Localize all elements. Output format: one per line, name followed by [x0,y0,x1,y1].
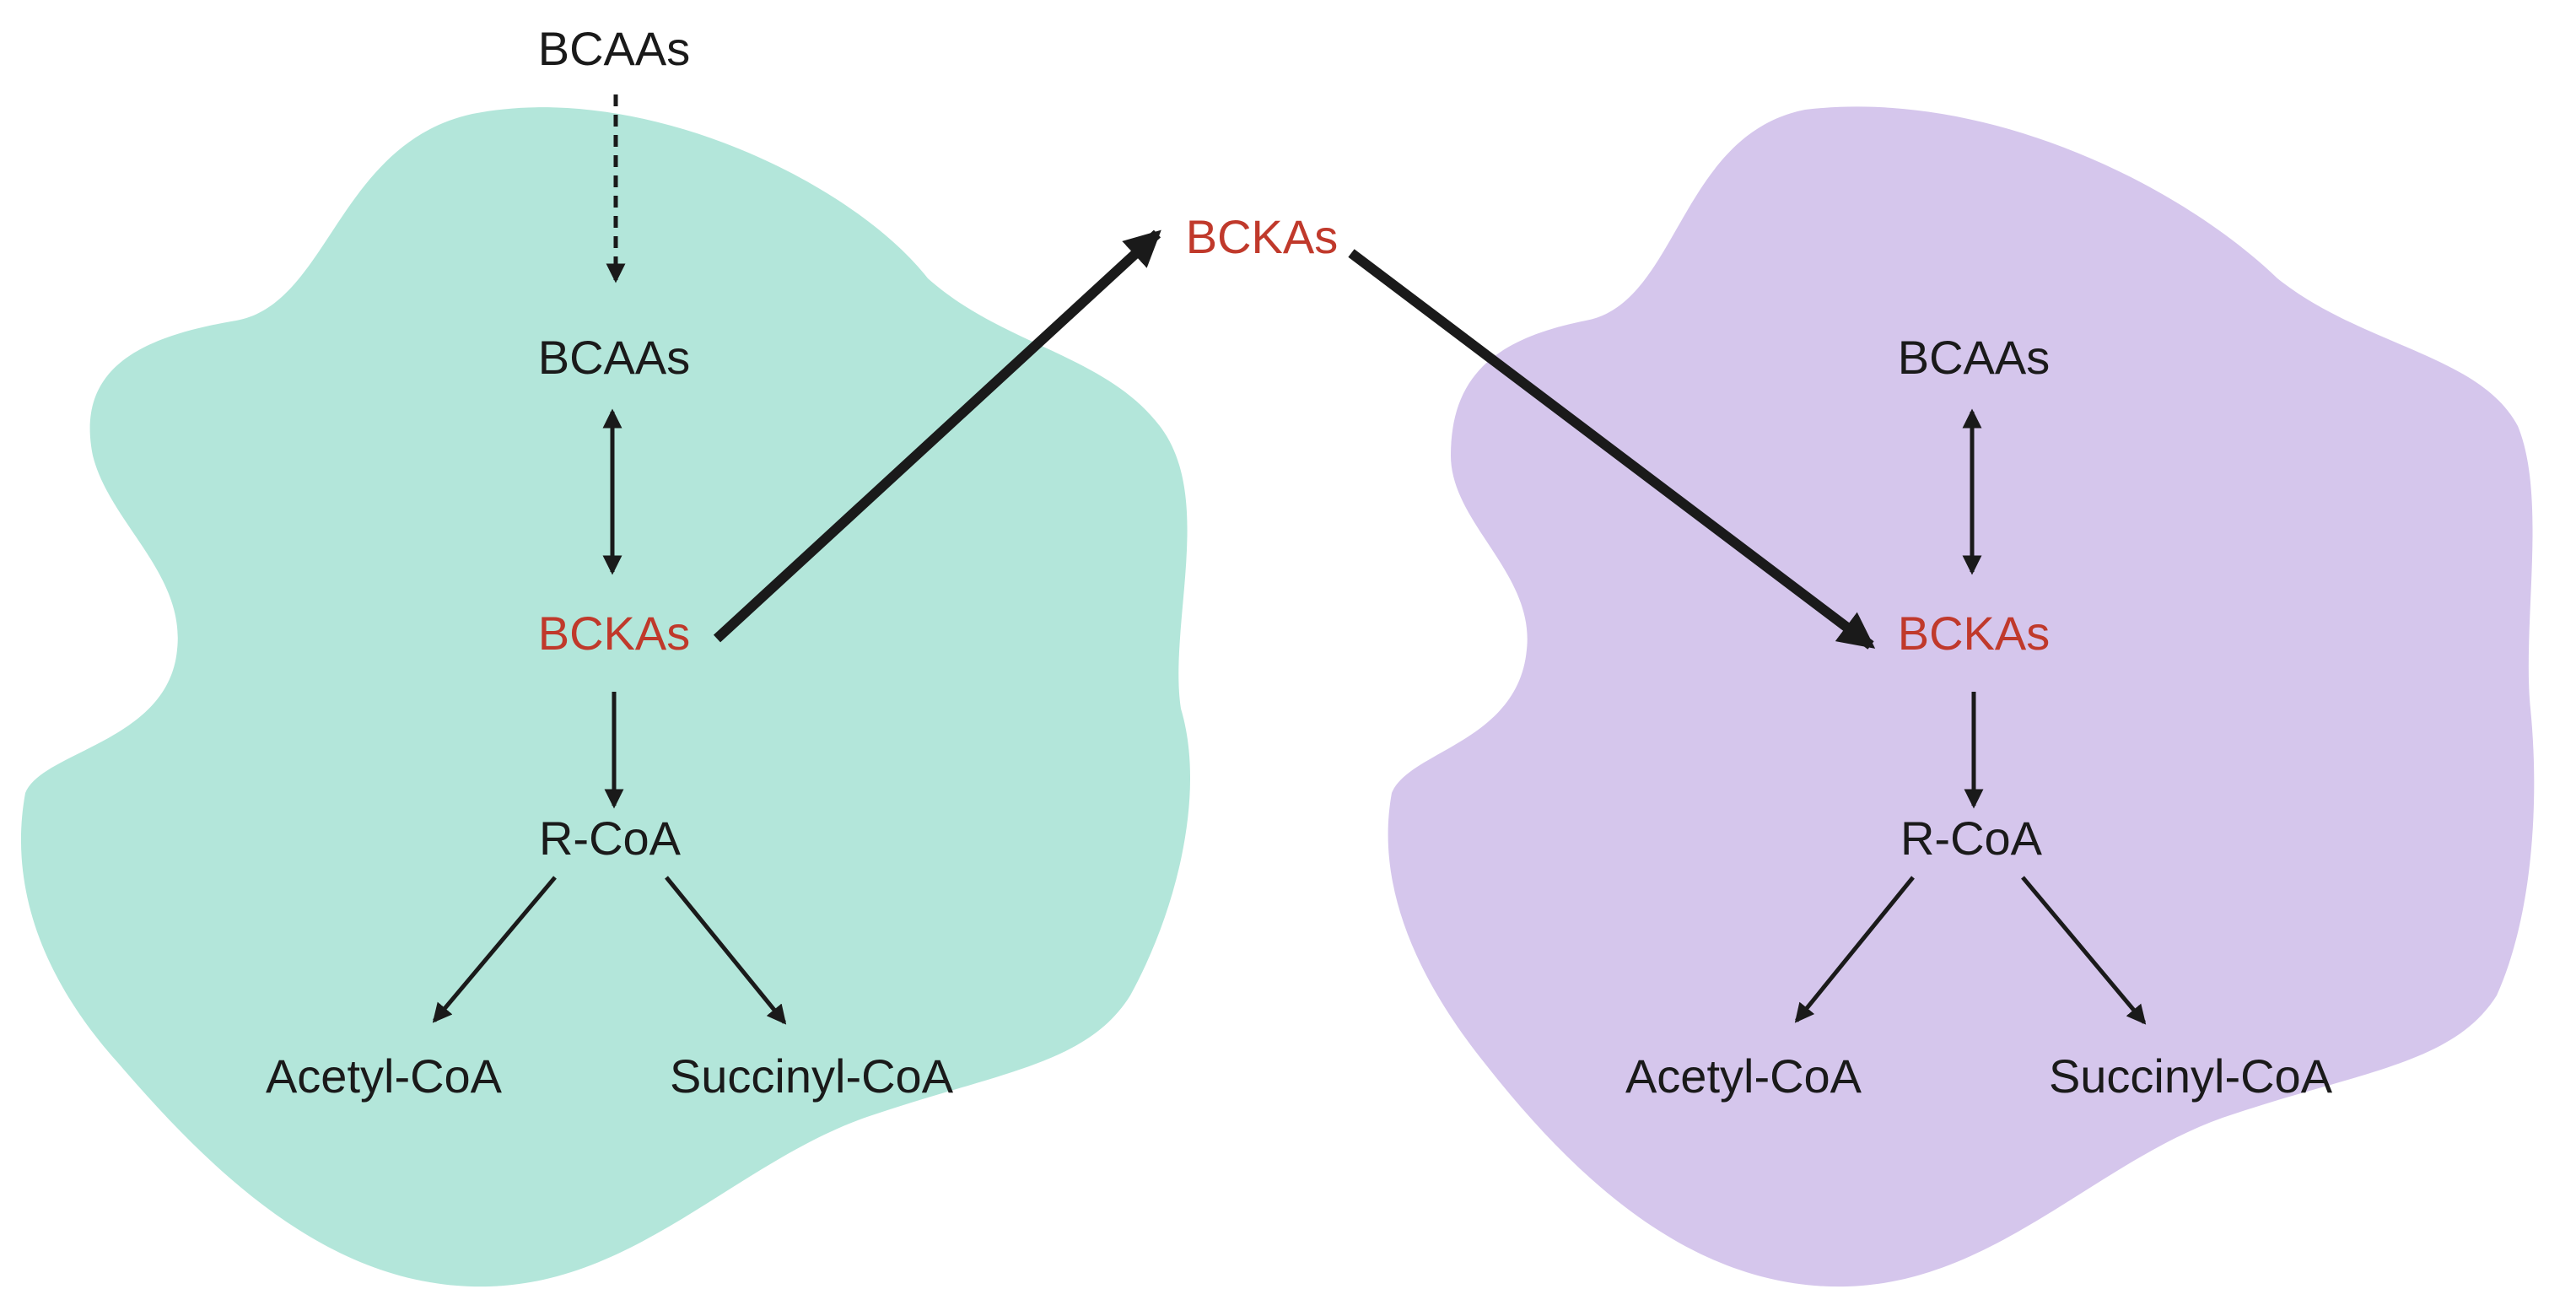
left-rcoa-succinyl-arrow [665,876,787,1025]
left-acetyl-coa-label: Acetyl-CoA [266,1049,503,1103]
right-cell-shape [1388,106,2535,1287]
top-bcaas-label: BCAAs [538,22,691,75]
bcka-export-arrow [713,229,1161,643]
left-succinyl-coa-label: Succinyl-CoA [670,1049,954,1103]
right-rcoa-label: R-CoA [1900,812,2043,865]
left-rcoa-acetyl-arrow [432,876,557,1023]
left-bcaas-label: BCAAs [538,331,691,384]
right-rcoa-succinyl-arrow [2021,876,2147,1025]
left-bckas-label: BCKAs [538,607,691,660]
right-succinyl-coa-label: Succinyl-CoA [2049,1049,2333,1103]
bcka-import-arrow [1348,249,1876,650]
right-bckas-label: BCKAs [1898,607,2051,660]
right-bcaas-label: BCAAs [1898,331,2051,384]
left-cell-shape [20,107,1191,1287]
right-rcoa-acetyl-arrow [1794,876,1915,1023]
right-acetyl-coa-label: Acetyl-CoA [1625,1049,1862,1103]
mid-bckas-label: BCKAs [1186,210,1339,263]
left-rcoa-label: R-CoA [539,812,682,865]
